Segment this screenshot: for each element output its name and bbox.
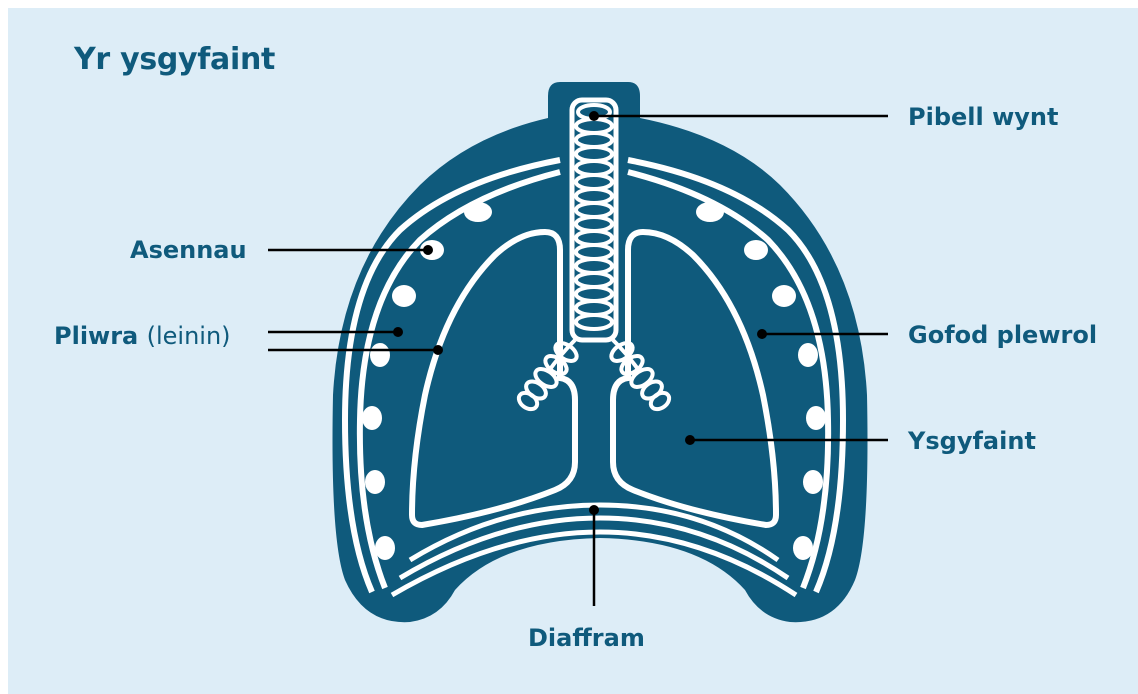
label-lungs: Ysgyfaint bbox=[908, 427, 1036, 455]
label-pleura-note: (leinin) bbox=[147, 322, 231, 350]
label-pleural-cavity: Gofod plewrol bbox=[908, 321, 1097, 349]
label-windpipe: Pibell wynt bbox=[908, 103, 1058, 131]
label-pleura: Pliwra (leinin) bbox=[54, 322, 231, 350]
label-diaphragm: Diaffram bbox=[528, 624, 645, 652]
label-pleura-main: Pliwra bbox=[54, 322, 138, 350]
label-ribs: Asennau bbox=[130, 236, 247, 264]
